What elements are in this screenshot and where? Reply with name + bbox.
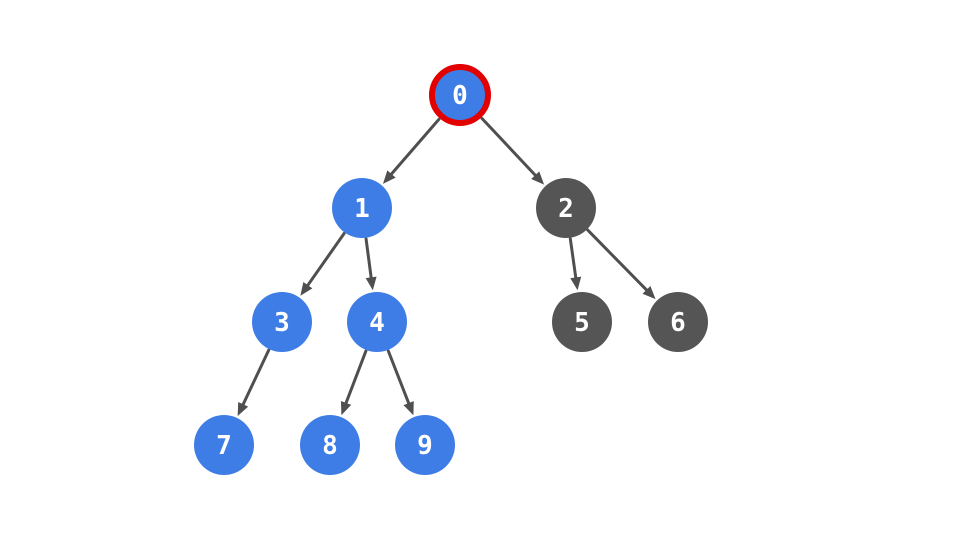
edge-2-6 (586, 228, 650, 293)
edge-0-2 (480, 116, 539, 179)
arrowhead-icon (237, 401, 249, 417)
arrowhead-icon (365, 276, 377, 291)
node-circle[interactable] (552, 292, 612, 352)
edge-1-3 (305, 231, 346, 289)
tree-node-7[interactable]: 7 (194, 415, 254, 475)
edge-4-8 (343, 349, 368, 407)
edge-0-1 (388, 117, 441, 178)
tree-node-1[interactable]: 1 (332, 178, 392, 238)
tree-node-3[interactable]: 3 (252, 292, 312, 352)
arrowhead-icon (300, 282, 313, 296)
node-circle[interactable] (300, 415, 360, 475)
edge-2-5 (568, 237, 578, 281)
node-circle-highlighted[interactable] (429, 64, 491, 126)
tree-node-0[interactable]: 0 (429, 64, 491, 126)
arrowhead-icon (340, 401, 352, 416)
edge-1-4 (364, 237, 373, 281)
node-circle[interactable] (648, 292, 708, 352)
arrowhead-icon (403, 401, 414, 416)
tree-node-4[interactable]: 4 (347, 292, 407, 352)
arrowhead-icon (382, 170, 396, 184)
arrowhead-icon (642, 286, 656, 300)
arrowhead-icon (531, 171, 545, 185)
tree-node-6[interactable]: 6 (648, 292, 708, 352)
node-circle[interactable] (536, 178, 596, 238)
tree-node-8[interactable]: 8 (300, 415, 360, 475)
node-circle[interactable] (194, 415, 254, 475)
tree-node-2[interactable]: 2 (536, 178, 596, 238)
edge-3-7 (240, 348, 271, 408)
arrowhead-icon (570, 276, 582, 291)
node-circle[interactable] (332, 178, 392, 238)
node-circle[interactable] (347, 292, 407, 352)
edge-4-9 (386, 349, 411, 407)
node-circle[interactable] (252, 292, 312, 352)
node-circle[interactable] (395, 415, 455, 475)
tree-node-9[interactable]: 9 (395, 415, 455, 475)
tree-node-5[interactable]: 5 (552, 292, 612, 352)
